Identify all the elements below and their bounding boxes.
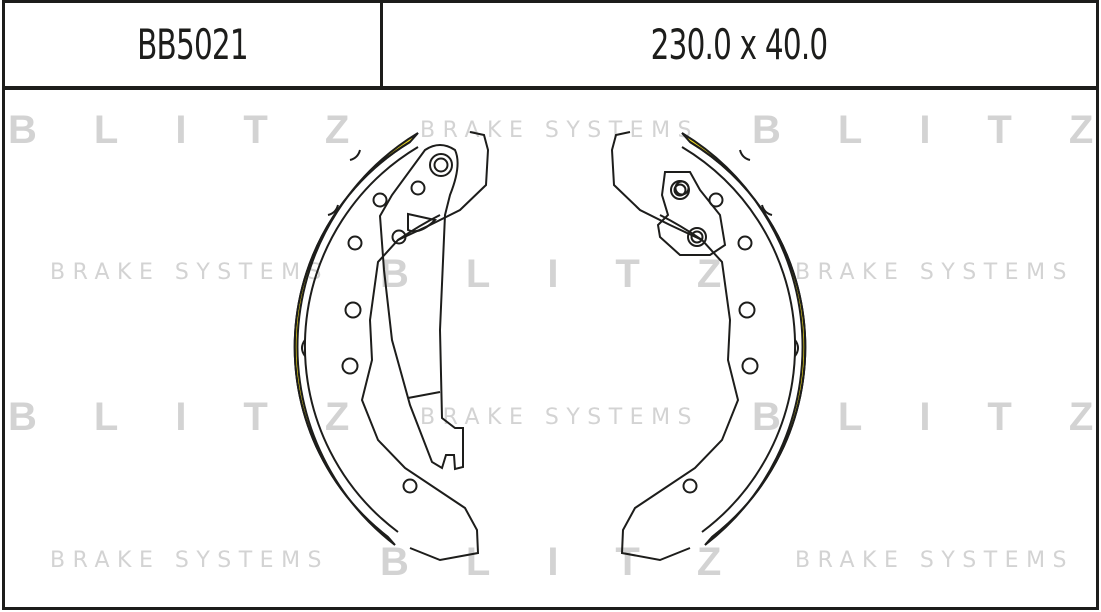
header-column-divider <box>380 0 383 88</box>
header-divider <box>2 86 1099 90</box>
watermark-brand: BLITZ <box>8 108 407 152</box>
watermark-brand: BLITZ <box>752 108 1093 152</box>
watermark-brand: BLITZ <box>380 252 779 296</box>
watermark-tagline: BRAKE SYSTEMS <box>420 118 700 143</box>
right-brake-shoe <box>611 131 807 561</box>
adjuster-lever <box>372 144 464 471</box>
watermark-tagline: BRAKE SYSTEMS <box>50 260 330 285</box>
watermark-tagline: BRAKE SYSTEMS <box>50 548 330 573</box>
watermark-tagline: BRAKE SYSTEMS <box>420 405 700 430</box>
part-number: BB5021 <box>137 19 249 69</box>
pivot-bracket <box>656 171 727 256</box>
dimensions: 230.0 x 40.0 <box>650 19 829 69</box>
watermark-tagline: BRAKE SYSTEMS <box>795 260 1075 285</box>
watermark-brand: BLITZ <box>8 395 407 439</box>
watermark-tagline: BRAKE SYSTEMS <box>795 548 1075 573</box>
watermark-brand: BLITZ <box>752 395 1093 439</box>
watermark-brand: BLITZ <box>380 540 779 584</box>
left-brake-shoe <box>293 131 489 561</box>
